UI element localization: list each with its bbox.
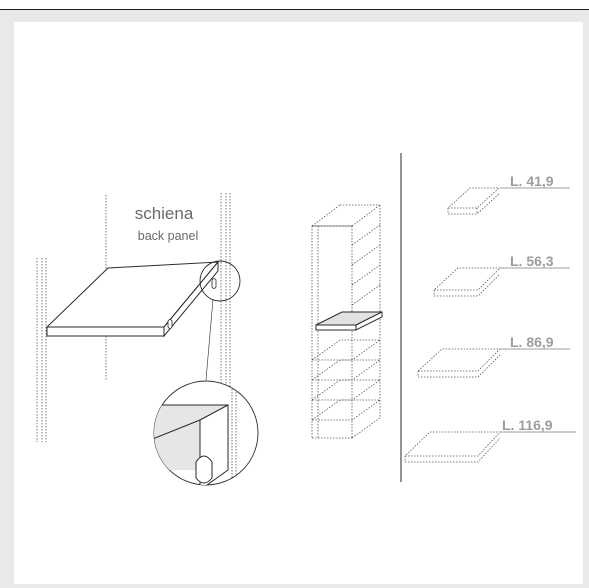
length-label-1: L. 41,9 [510, 173, 554, 189]
top-rule [0, 0, 589, 10]
highlighted-shelf [315, 311, 383, 331]
back-panel-label-it: schiena [135, 204, 194, 223]
back-panel-lines [105, 193, 231, 410]
shelf-length-options [404, 187, 501, 463]
back-panel-label-en: back panel [138, 229, 198, 243]
shelf-installation-view: schiena back panel [36, 193, 259, 486]
detail-circle [199, 260, 241, 302]
length-label-4: L. 116,9 [502, 417, 553, 433]
left-side-panel [36, 258, 47, 442]
shelf-slot [167, 319, 173, 329]
length-label-2: L. 56,3 [510, 253, 554, 269]
length-underlines [500, 187, 576, 433]
shelf-board [45, 260, 220, 338]
enlarged-detail [153, 380, 259, 486]
length-label-3: L. 86,9 [510, 334, 554, 350]
